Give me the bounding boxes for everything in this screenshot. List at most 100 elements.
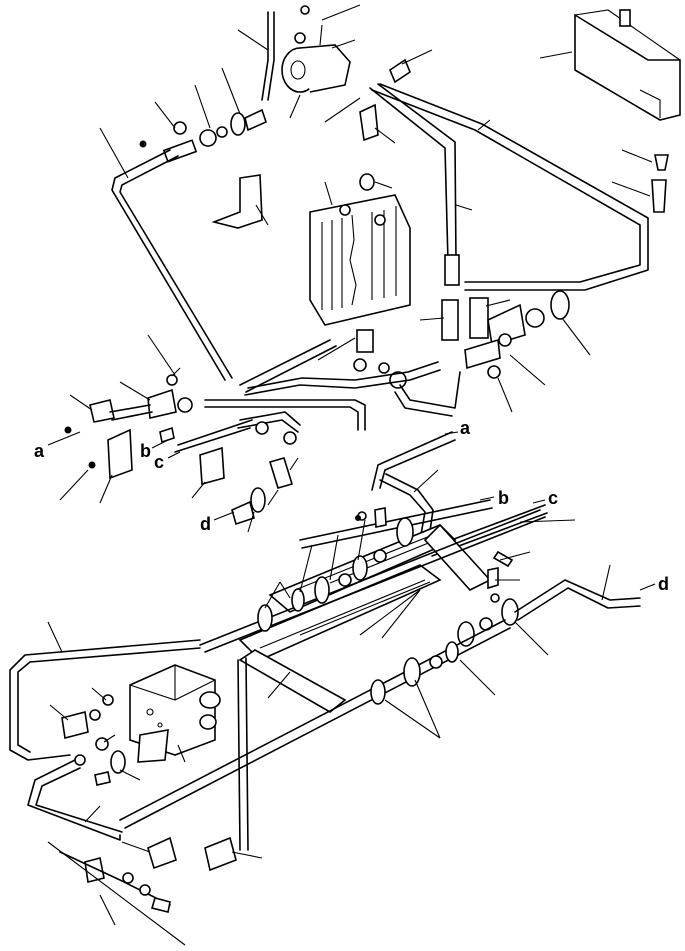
tube-horizontal-mid [204,399,366,431]
callout-c-top-group: c [154,451,181,472]
leader-line [499,551,531,561]
fitting-group-mid-left [64,374,193,444]
leader-line [331,39,356,49]
tube-fitting [359,103,379,142]
leader-line [374,181,393,189]
lower-clamps [370,641,459,705]
callout-b-top-group: b [140,439,169,461]
bolt [374,507,387,528]
leader-line [267,489,279,506]
tube-upper-loop [371,83,649,291]
leader-line [359,589,421,636]
leader-line [485,299,511,307]
tube-diag-mid [237,411,301,433]
leader-line [621,149,653,163]
leader-line [69,394,93,411]
leader-line [99,127,129,179]
tank-top-right [574,9,681,121]
clip-part [389,58,411,84]
leader-line [119,381,151,401]
leader-line [279,581,291,599]
leader-line [514,621,549,656]
clamp-mid-center [199,446,225,486]
callout-b-top: b [140,441,151,461]
callout-c-bottom-group: c [532,488,558,508]
leader-line [357,519,366,561]
bolt-dot [88,461,96,469]
callout-d-left-group: d [200,511,235,534]
leader-line [91,687,107,701]
leader-line [231,851,263,859]
leader-line [414,679,441,739]
leader-line [147,334,176,376]
tube-center-right [369,83,457,263]
tube-elbow-right [394,371,461,417]
tube-short-left [109,404,153,421]
callout-d-left: d [200,514,211,534]
leader-line [459,659,496,696]
elbow-fitting [268,457,294,489]
leader-line [267,671,291,699]
hose-lower-left [27,759,123,841]
tube-to-d-right [514,579,641,621]
valve-group-center [353,290,570,389]
leader-line [321,4,361,21]
leader-line [374,127,396,144]
leader-line [47,841,186,946]
leader-line [171,367,181,377]
leader-line [289,94,301,119]
leader-line [299,544,313,593]
leader-line [264,581,281,609]
leader-line [384,699,441,739]
callout-c-bottom: c [548,488,558,508]
leader-line [119,769,141,781]
leader-line [194,84,211,129]
callout-a-bottom-group: a [444,418,471,438]
lower-left-parts [61,694,126,786]
callout-b-bottom: b [498,488,509,508]
leader-line [47,621,63,653]
callout-d-right-group: d [639,574,669,594]
right-fittings [651,154,669,213]
fitting-cluster-top-left [139,108,267,163]
leader-line [255,204,269,226]
tube-diag-mid-left [174,419,253,453]
leader-line [561,317,591,356]
crossbar-clamps [257,517,414,632]
leader-line [419,317,445,321]
leader-line [237,29,269,51]
leader-line [413,469,439,493]
leader-line [221,67,241,115]
tube-vertical-lower [237,657,249,851]
leader-line [329,534,339,581]
leader-line [477,119,491,131]
leader-line [247,511,255,533]
leader-line [509,354,546,386]
leader-line [84,805,101,823]
leader-line [289,457,299,471]
leader-line [59,469,89,501]
leader-line [381,589,421,639]
callout-b-bottom-group: b [479,488,509,508]
leader-line [519,519,576,523]
leader-line [401,49,433,65]
callout-a-top: a [34,441,45,461]
radiator-block [309,173,411,326]
bolt-dot [355,515,361,521]
tube-link [239,339,337,393]
leader-line [611,181,651,197]
leader-line [324,97,361,123]
l-bracket [211,174,263,229]
callout-d-right: d [658,574,669,594]
tube-horizontal-mid-2 [244,361,441,396]
leader-line [455,204,473,211]
callout-a-bottom: a [460,418,471,438]
leader-line [177,744,186,763]
washer [283,431,297,445]
bottom-couplers [59,836,237,913]
valve-block-lower [129,664,221,763]
washer [255,421,269,435]
leader-line [191,481,206,499]
